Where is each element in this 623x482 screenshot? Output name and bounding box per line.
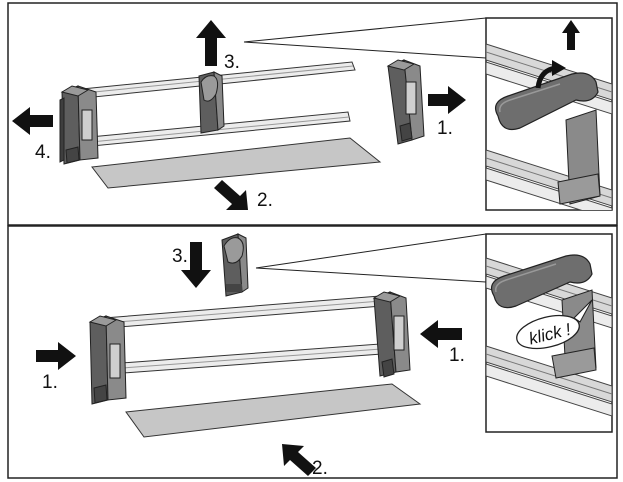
install-step-1-right-label: 1. bbox=[449, 345, 465, 366]
rail-back bbox=[103, 295, 383, 329]
arrow-up-icon bbox=[196, 20, 226, 66]
removal-callout-leader-lower bbox=[243, 41, 487, 59]
arrow-right-icon bbox=[428, 86, 466, 114]
arrow-up-left-icon bbox=[282, 444, 316, 476]
center-clip bbox=[198, 71, 225, 134]
removal-panel: 3. 1. 4. 2. bbox=[12, 17, 613, 211]
install-step-1-left-label: 1. bbox=[42, 372, 58, 393]
glass-shelf bbox=[125, 383, 422, 438]
glass-shelf bbox=[91, 137, 382, 189]
installation-panel-frame bbox=[7, 225, 618, 479]
arrow-down-icon bbox=[181, 242, 211, 288]
removal-panel-frame bbox=[7, 2, 618, 226]
removal-step-3-label: 3. bbox=[224, 52, 240, 73]
arrow-down-right-icon bbox=[214, 180, 248, 210]
install-callout-leader bbox=[255, 233, 487, 269]
arrow-left-icon bbox=[12, 107, 53, 135]
removal-detail-inset bbox=[485, 17, 613, 211]
left-end-bracket bbox=[59, 85, 99, 165]
left-end-bracket bbox=[88, 315, 127, 405]
install-step-2-label: 2. bbox=[312, 458, 328, 479]
center-clip bbox=[221, 233, 249, 297]
arrow-left-icon bbox=[420, 320, 462, 348]
right-end-bracket bbox=[372, 291, 411, 378]
arrow-right-icon bbox=[36, 342, 76, 370]
install-step-3-label: 3. bbox=[172, 246, 188, 267]
installation-detail-inset: klick ! bbox=[485, 233, 613, 433]
removal-step-1-label: 1. bbox=[437, 118, 453, 139]
rail-front bbox=[107, 343, 383, 375]
install-callout-leader-lower bbox=[255, 267, 487, 283]
arrow-up-small-icon bbox=[562, 20, 580, 50]
curved-arrow-icon bbox=[535, 60, 566, 89]
right-end-bracket bbox=[386, 59, 425, 145]
removal-step-2-label: 2. bbox=[257, 190, 273, 211]
klick-callout-bubble: klick ! bbox=[516, 299, 593, 350]
removal-step-4-label: 4. bbox=[35, 142, 51, 163]
removal-callout-leader bbox=[243, 17, 487, 43]
installation-panel: 3. 1. 1. 2. bbox=[36, 233, 613, 479]
